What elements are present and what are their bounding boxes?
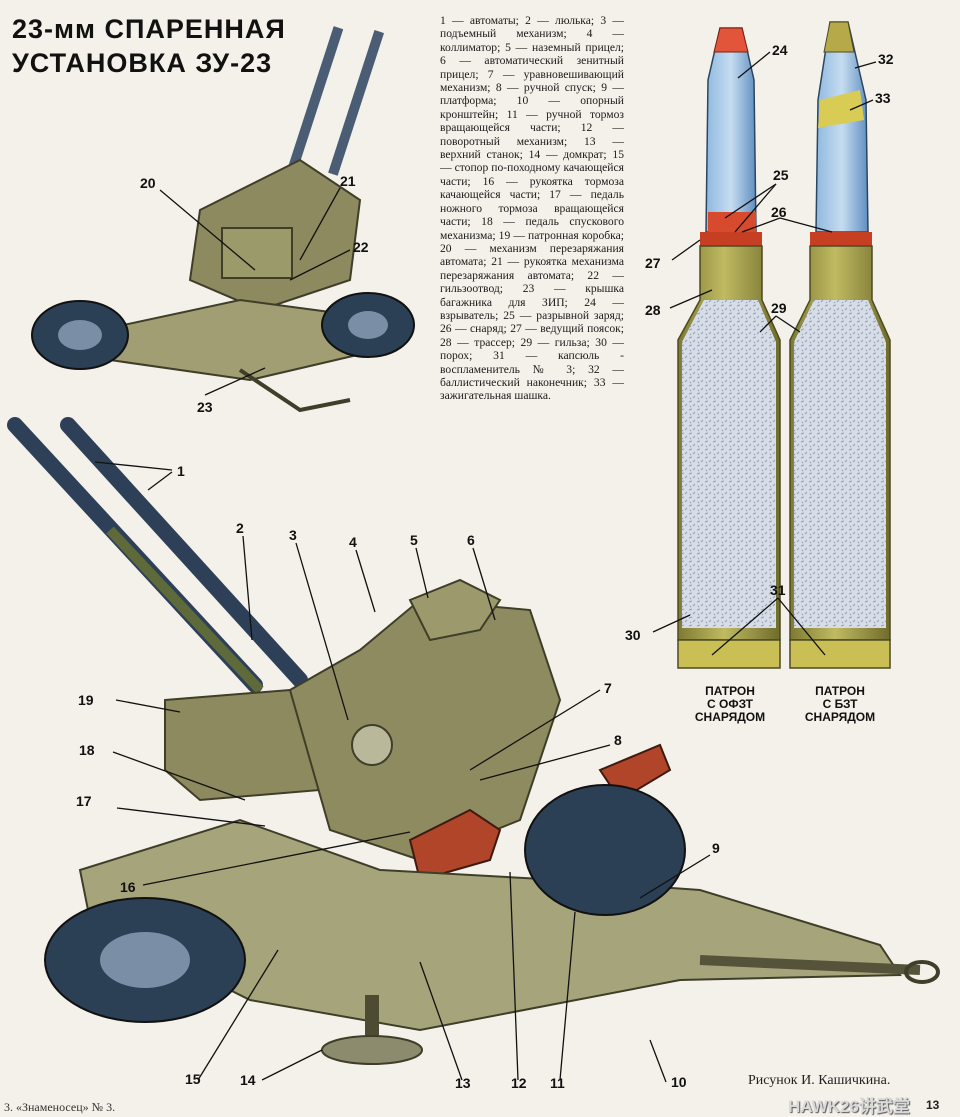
label-32: 32: [878, 51, 894, 67]
small-mount-drawing: [31, 26, 415, 413]
footer-source: 3. «Знаменосец» № 3.: [4, 1100, 116, 1114]
page-title: 23-мм СПАРЕННАЯ УСТАНОВКА ЗУ-23: [12, 12, 286, 80]
parts-legend: 1 — автоматы; 2 — люлька; 3 — подъемный …: [440, 14, 624, 403]
small-wheel-left-hub: [58, 320, 102, 350]
cartridge-bzt: [789, 21, 891, 669]
label-6: 6: [467, 532, 475, 548]
label-24: 24: [772, 42, 788, 58]
large-wheel-left-hub: [100, 932, 190, 988]
label-18: 18: [79, 742, 95, 758]
label-7: 7: [604, 680, 612, 696]
caption-bzt: ПАТРОН С БЗТ СНАРЯДОМ: [805, 684, 875, 724]
label-23: 23: [197, 399, 213, 415]
label-4: 4: [349, 534, 357, 550]
small-ammo-box: [221, 227, 293, 279]
bzt-projectile: [815, 21, 869, 233]
label-22: 22: [353, 239, 369, 255]
label-10: 10: [671, 1074, 687, 1090]
ofzt-powder: [682, 300, 776, 628]
large-wheel-right: [524, 784, 686, 916]
jack-post: [365, 995, 379, 1040]
label-15: 15: [185, 1071, 201, 1087]
caption-bzt-line3: СНАРЯДОМ: [805, 710, 875, 724]
label-33: 33: [875, 90, 891, 106]
caption-bzt-line1: ПАТРОН: [815, 684, 865, 698]
sight-assembly: [408, 578, 502, 642]
label-26: 26: [771, 204, 787, 220]
large-barrel-right: [60, 417, 308, 688]
label-17: 17: [76, 793, 92, 809]
label-31: 31: [770, 582, 786, 598]
label-2: 2: [236, 520, 244, 536]
small-wheel-right-hub: [348, 311, 388, 339]
label-13: 13: [455, 1075, 471, 1091]
caption-ofzt-line2: С ОФЗТ: [707, 697, 754, 711]
cartridge-ofzt: [677, 27, 781, 669]
jack-foot: [321, 1035, 423, 1065]
label-21: 21: [340, 173, 356, 189]
large-upper-carriage: [288, 598, 562, 862]
caption-bzt-line2: С БЗТ: [823, 697, 859, 711]
label-16: 16: [120, 879, 136, 895]
ofzt-charge: [708, 212, 756, 232]
elevation-wheel: [351, 724, 393, 766]
label-27: 27: [645, 255, 661, 271]
bzt-powder: [794, 300, 886, 628]
label-3: 3: [289, 527, 297, 543]
label-19: 19: [78, 692, 94, 708]
label-20: 20: [140, 175, 156, 191]
tow-ring: [904, 960, 940, 984]
bzt-driving-band: [810, 232, 872, 246]
page-number: 13: [926, 1098, 940, 1112]
title-line-1: 23-мм СПАРЕННАЯ: [12, 14, 286, 44]
title-line-2: УСТАНОВКА ЗУ-23: [12, 48, 273, 78]
watermark: HAWK26讲武堂: [788, 1097, 910, 1116]
small-barrel-left: [287, 26, 344, 172]
caption-ofzt: ПАТРОН С ОФЗТ СНАРЯДОМ: [695, 684, 765, 724]
label-5: 5: [410, 532, 418, 548]
label-12: 12: [511, 1075, 527, 1091]
label-9: 9: [712, 840, 720, 856]
label-1: 1: [177, 463, 185, 479]
illustration-credit: Рисунок И. Кашичкина.: [748, 1073, 891, 1088]
ofzt-driving-band: [700, 232, 762, 246]
ofzt-base: [677, 639, 781, 669]
small-mount-leaders: [159, 187, 351, 396]
large-mount-drawing: [7, 417, 940, 1065]
label-29: 29: [771, 300, 787, 316]
bzt-ballistic-cap: [823, 21, 855, 53]
small-barrel-right: [328, 29, 385, 176]
large-mount-leaders: [94, 461, 711, 1083]
bzt-incendiary: [818, 90, 864, 128]
small-tow-bar: [238, 368, 351, 413]
label-30: 30: [625, 627, 641, 643]
label-28: 28: [645, 302, 661, 318]
caption-ofzt-line1: ПАТРОН: [705, 684, 755, 698]
ofzt-projectile: [705, 27, 757, 233]
label-8: 8: [614, 732, 622, 748]
large-cradle: [106, 526, 264, 694]
label-25: 25: [773, 167, 789, 183]
large-tow-bar: [699, 955, 921, 975]
label-14: 14: [240, 1072, 256, 1088]
label-11: 11: [550, 1075, 565, 1091]
caption-ofzt-line3: СНАРЯДОМ: [695, 710, 765, 724]
ofzt-fuze-tip: [713, 27, 749, 53]
cartridge-leaders: [652, 51, 877, 656]
bzt-base: [789, 639, 891, 669]
